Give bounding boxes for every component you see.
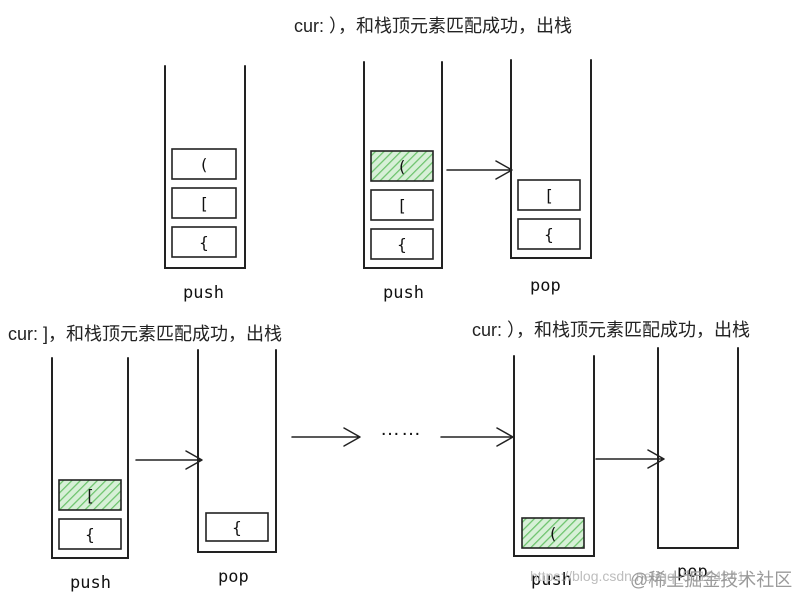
arrow-right-3 — [291, 427, 361, 447]
stack-element — [58, 518, 122, 550]
stack-element-highlighted — [370, 150, 434, 182]
stack-label-1: push — [183, 283, 224, 303]
stack-element-char: { — [397, 235, 407, 254]
stack-container — [513, 355, 595, 557]
stack-element — [370, 189, 434, 221]
stack-container — [363, 61, 443, 269]
stack-element-highlighted — [521, 517, 585, 549]
stack-element-char: ( — [199, 155, 209, 174]
stack-element-char: { — [85, 525, 95, 544]
stack-container — [164, 65, 246, 269]
watermark-url: https://blog.csdn.net/qq_50124241 — [530, 568, 745, 584]
stack-element-char: ( — [548, 524, 558, 543]
stack-element-char: { — [232, 518, 242, 537]
stack-container — [51, 357, 129, 559]
stack-5: { — [197, 349, 277, 553]
stack-element — [171, 187, 237, 219]
stack-element — [171, 226, 237, 258]
caption-bottom-left: cur: ]，和栈顶元素匹配成功，出栈 — [8, 324, 283, 344]
stack-element-highlighted — [58, 479, 122, 511]
stack-element — [370, 228, 434, 260]
arrow-right-4 — [440, 427, 514, 447]
stack-element — [517, 179, 581, 211]
caption-top: cur: ），和栈顶元素匹配成功，出栈 — [294, 16, 573, 36]
ellipsis: …… — [380, 418, 422, 440]
stack-2: ( [ { — [363, 61, 443, 269]
stack-element-char: [ — [397, 196, 407, 215]
watermark-brand: @稀土掘金技术社区 — [630, 570, 793, 590]
stack-container — [510, 59, 592, 259]
stack-element-char: [ — [85, 486, 95, 505]
stack-element-char: [ — [199, 194, 209, 213]
stack-container — [197, 349, 277, 553]
stack-element-char: { — [544, 225, 554, 244]
stack-label-2: push — [383, 283, 424, 303]
arrow-right-5 — [595, 449, 665, 469]
stack-label-6: push — [531, 570, 572, 590]
stack-element — [171, 148, 237, 180]
stack-element — [517, 218, 581, 250]
stack-label-7: pop — [677, 562, 708, 582]
stack-label-5: pop — [218, 567, 249, 587]
stack-element — [205, 512, 269, 542]
stack-1: ( [ { — [164, 65, 246, 269]
stack-3: [{ — [510, 59, 592, 259]
stack-6: ( — [513, 355, 595, 557]
stack-label-3: pop — [530, 276, 561, 296]
caption-bottom-right: cur: ），和栈顶元素匹配成功，出栈 — [472, 320, 751, 340]
stack-element-char: [ — [544, 186, 554, 205]
stack-element-char: { — [199, 233, 209, 252]
arrow-right-1 — [446, 160, 513, 180]
stack-label-4: push — [70, 573, 111, 593]
arrow-right-2 — [135, 450, 203, 470]
stack-4: [{ — [51, 357, 129, 559]
stack-element-char: ( — [397, 157, 407, 176]
stack-7 — [657, 347, 739, 549]
stack-container — [657, 347, 739, 549]
